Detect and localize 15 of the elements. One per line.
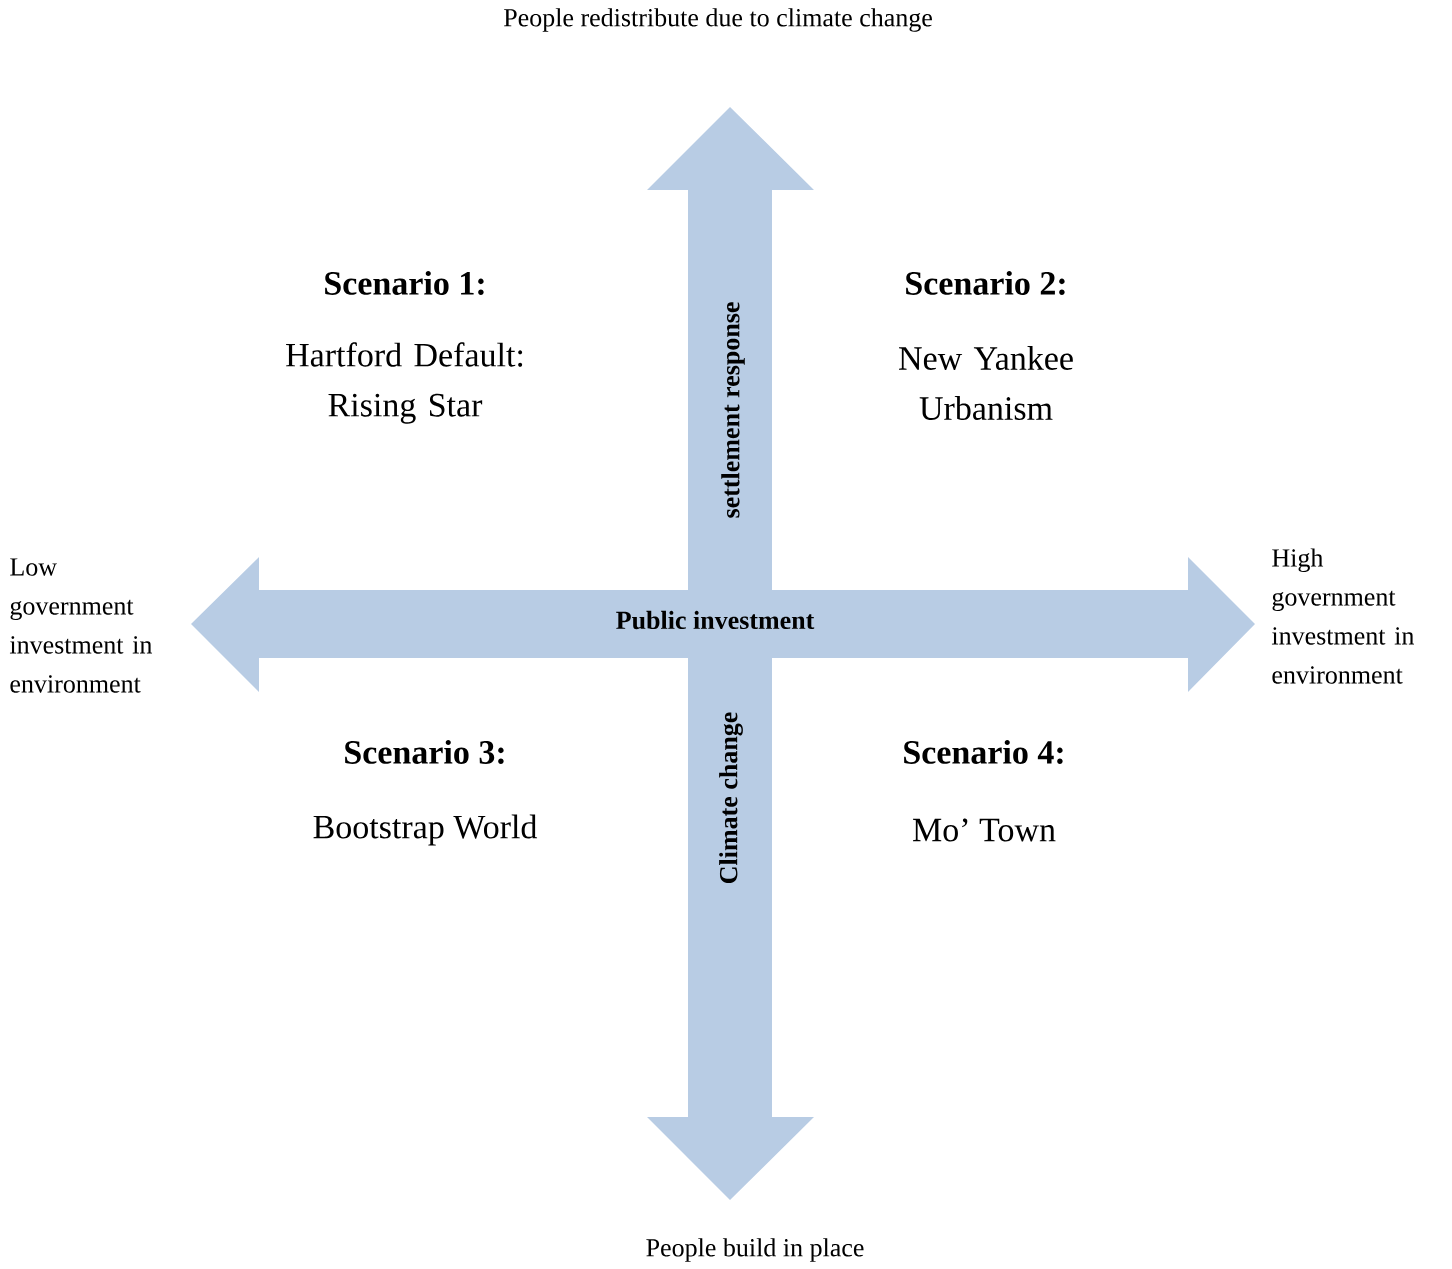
axis-end-label: High government investment in environment: [1271, 548, 1414, 684]
axis-end-label: People build in place: [646, 1238, 864, 1262]
scenario-heading: Scenario 1:: [325, 270, 484, 296]
scenario-name: Mo’ Town: [913, 818, 1056, 842]
scenario-heading: Scenario 2:: [906, 270, 1065, 296]
axis-label: settlement response: [721, 302, 745, 518]
scenario-heading: Scenario 4:: [904, 739, 1063, 765]
scenario-name: Hartford Default: Rising Star: [286, 342, 523, 424]
axis-label: Climate change: [719, 712, 743, 884]
scenario-name: Bootstrap World: [313, 814, 538, 846]
axis-label: Public investment: [616, 610, 815, 630]
axis-end-label: People redistribute due to climate change: [503, 8, 932, 32]
axis-end-label: Low government investment in environment: [9, 558, 152, 693]
scenario-name: New Yankee Urbanism: [899, 346, 1073, 420]
scenario-heading: Scenario 3:: [345, 739, 504, 765]
